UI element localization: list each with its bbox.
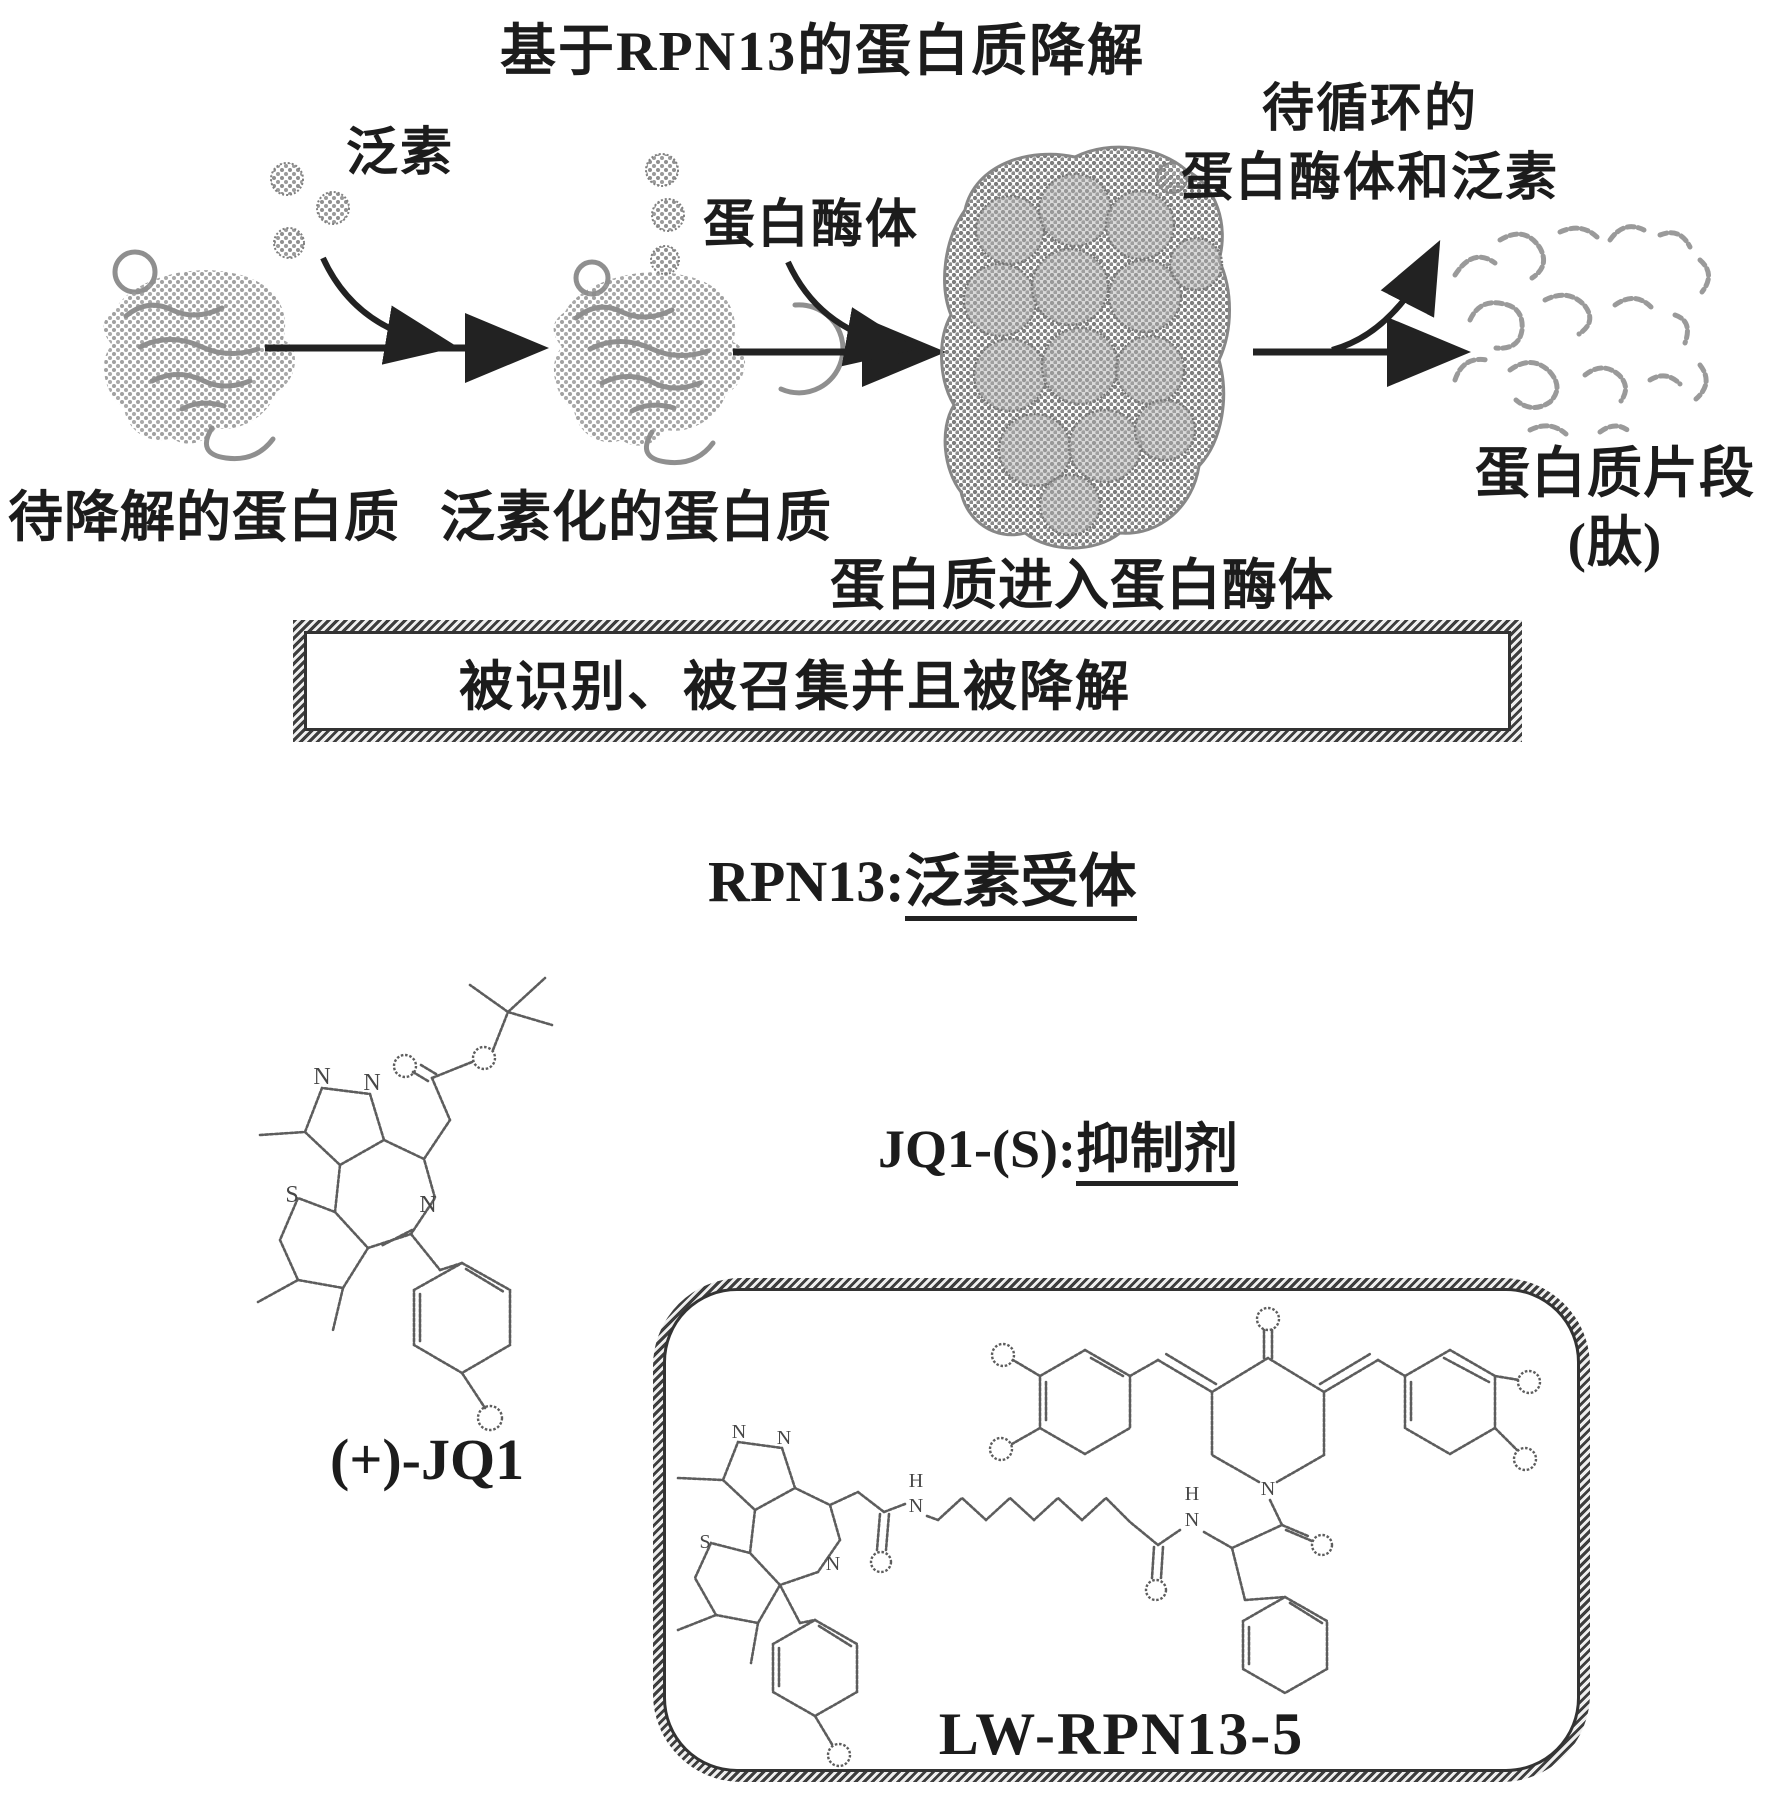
rpn13-prefix: RPN13: xyxy=(708,849,905,914)
recycle-label: 待循环的 蛋白酶体和泛素 xyxy=(1150,76,1590,213)
svg-text:N: N xyxy=(363,1070,380,1096)
fragments-label-line1: 蛋白质片段 xyxy=(1474,443,1755,504)
protein-enters-label: 蛋白质进入蛋白酶体 xyxy=(830,555,1335,616)
fragments-label-line2: (肽) xyxy=(1567,511,1663,573)
process-box-text: 被识别、被召集并且被降解 xyxy=(459,656,1131,717)
pathway-illustration xyxy=(103,145,1711,550)
protein-to-degrade-illustration xyxy=(103,249,296,462)
lw-rpn13-5-structure: N N N S N H N H xyxy=(676,1306,1542,1768)
curved-arrow-recycle xyxy=(1331,239,1441,353)
proteasome-label: 蛋白酶体 xyxy=(703,197,920,254)
lw-rpn13-5-label: LW-RPN13-5 xyxy=(938,1701,1305,1767)
lw-rpn13-5-box-inner xyxy=(663,1288,1580,1772)
curved-arrow-proteasome xyxy=(785,260,918,367)
jq1s-annotation: JQ1-(S):抑制剂 xyxy=(878,1104,1238,1186)
process-box-inner: 被识别、被召集并且被降解 xyxy=(304,631,1511,731)
jq1s-underlined: 抑制剂 xyxy=(1075,1119,1238,1186)
svg-text:N: N xyxy=(313,1064,330,1090)
ubiquitin-label: 泛素 xyxy=(346,125,455,182)
svg-text:H: H xyxy=(1185,1483,1199,1505)
page-title: 基于RPN13的蛋白质降解 xyxy=(500,21,1146,83)
peptide-fragments-illustration xyxy=(1452,224,1711,437)
fragments-label: 蛋白质片段 (肽) xyxy=(1450,440,1779,578)
lw-rpn13-5-box xyxy=(653,1278,1590,1782)
curved-arrow-ubiquitin xyxy=(320,256,458,365)
recycle-label-line1: 待循环的 xyxy=(1261,81,1478,138)
rpn13-underlined: 泛素受体 xyxy=(904,849,1137,921)
jq1s-prefix: JQ1-(S): xyxy=(878,1119,1076,1179)
jq1-structure: N N N S xyxy=(256,976,554,1432)
jq1-label: (+)-JQ1 xyxy=(330,1427,525,1492)
ubiquitinated-protein-label: 泛素化的蛋白质 xyxy=(440,487,833,548)
svg-text:N: N xyxy=(732,1421,746,1443)
rpn13-annotation: RPN13:泛素受体 xyxy=(708,834,1137,921)
svg-text:N: N xyxy=(826,1553,840,1575)
svg-text:S: S xyxy=(699,1531,710,1553)
svg-text:N: N xyxy=(1261,1478,1275,1500)
svg-text:S: S xyxy=(285,1182,298,1208)
proteasome-illustration xyxy=(940,145,1231,550)
ubiquitinated-protein-illustration xyxy=(553,153,846,466)
process-box: 被识别、被召集并且被降解 xyxy=(293,620,1522,742)
svg-text:N: N xyxy=(909,1495,923,1517)
recycle-label-line2: 蛋白酶体和泛素 xyxy=(1180,149,1559,207)
svg-text:H: H xyxy=(909,1470,923,1492)
protein-to-degrade-label: 待降解的蛋白质 xyxy=(8,487,401,548)
svg-text:N: N xyxy=(1185,1509,1199,1531)
ubiquitin-dots xyxy=(270,162,350,259)
svg-text:N: N xyxy=(777,1427,791,1449)
svg-text:N: N xyxy=(419,1192,436,1218)
